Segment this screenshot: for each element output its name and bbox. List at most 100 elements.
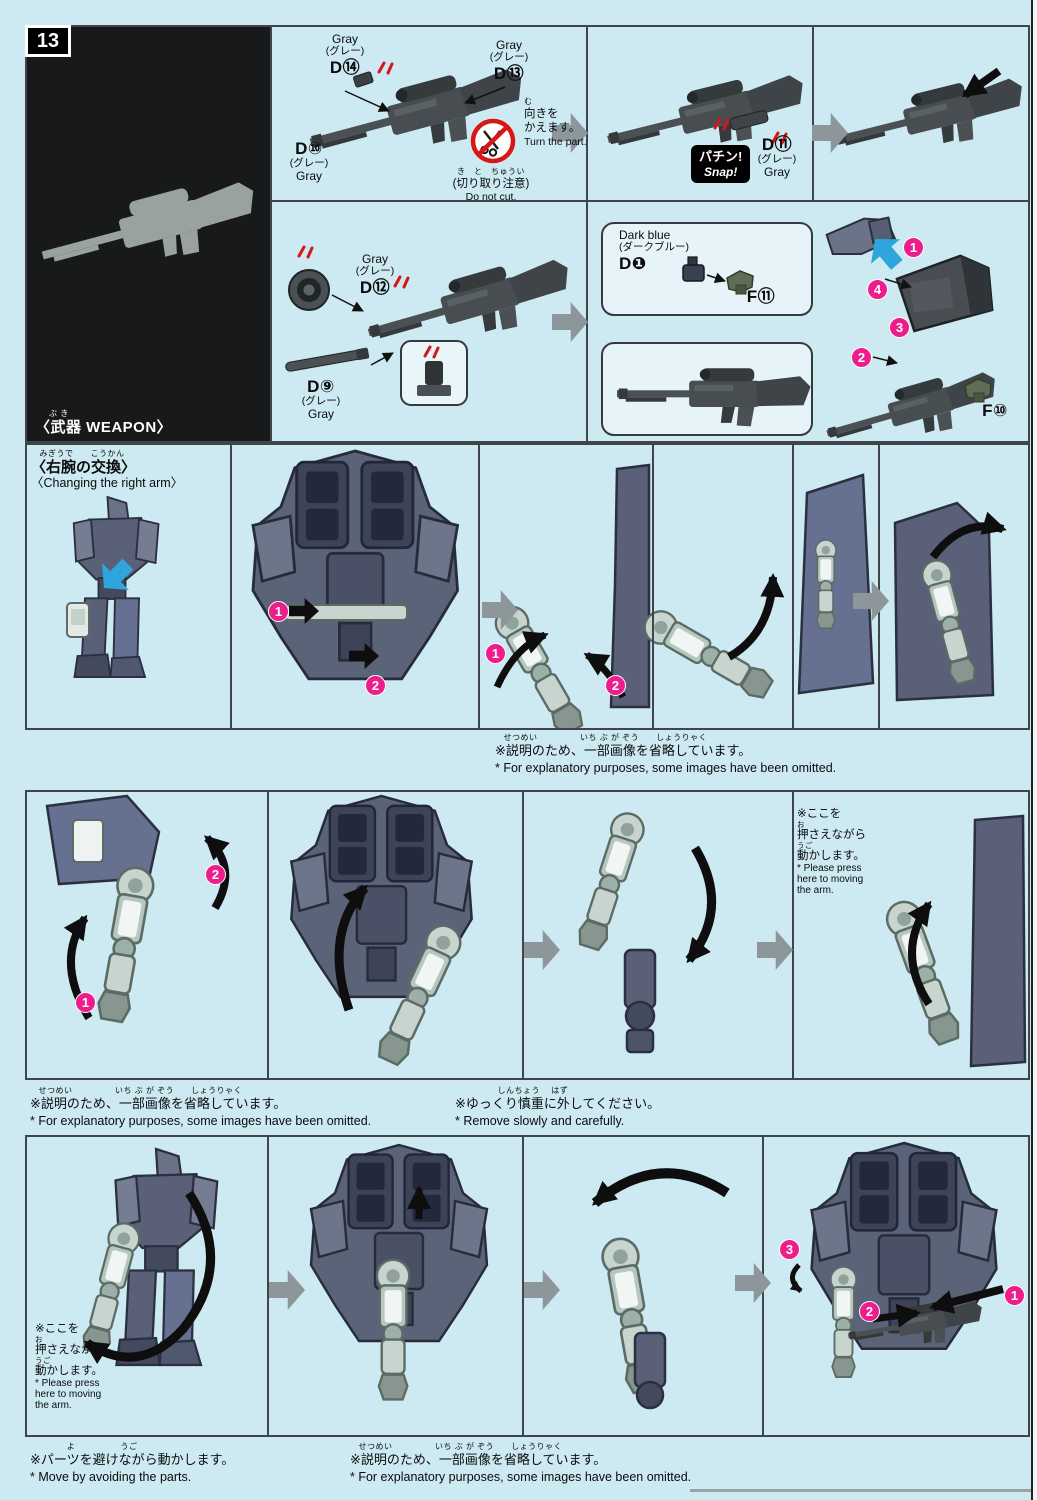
panel-divider bbox=[267, 1137, 269, 1435]
part-f10-illustration bbox=[964, 378, 992, 403]
shoulder-illustration bbox=[893, 501, 995, 702]
arm-part-illustration bbox=[829, 1265, 858, 1378]
do-not-cut-icon bbox=[470, 118, 516, 164]
panel-divider bbox=[230, 445, 232, 728]
note-jp: ※説明のため、一部画像を省略しています。 bbox=[495, 743, 752, 758]
panel-divider bbox=[812, 27, 814, 200]
part-d11-illustration bbox=[729, 110, 769, 131]
press-note-en: here to moving bbox=[797, 873, 864, 885]
white-panel-part bbox=[72, 819, 104, 863]
part-label-d11: D⑪ (グレー) Gray bbox=[749, 135, 805, 179]
panel-divider bbox=[522, 792, 524, 1078]
part-color-en: Gray bbox=[295, 168, 322, 183]
press-note-jp: 押さえながら bbox=[797, 828, 866, 841]
part-color-en: Gray bbox=[331, 32, 358, 46]
note-furigana: せつめい いち ぶ が ぞう しょうりゃく bbox=[495, 733, 708, 742]
part-code: D⑬ bbox=[493, 64, 525, 84]
note-images-omitted: せつめい いち ぶ が ぞう しょうりゃく ※説明のため、一部画像を省略していま… bbox=[30, 1086, 371, 1129]
note-jp: ※説明のため、一部画像を省略しています。 bbox=[30, 1096, 287, 1111]
press-note-jp: 押さえながら bbox=[35, 1343, 104, 1356]
remove-direction-arrow-icon bbox=[91, 551, 142, 602]
part-label-d13: Gray (グレー) D⑬ bbox=[479, 38, 539, 84]
part-label-f10: F⑩ bbox=[975, 401, 1015, 420]
note-en: * For explanatory purposes, some images … bbox=[495, 760, 837, 775]
next-step-arrow-icon bbox=[853, 581, 889, 621]
assembled-weapon-box bbox=[601, 342, 813, 436]
robot-front-illustration bbox=[309, 1143, 489, 1343]
note-en: * Move by avoiding the parts. bbox=[30, 1469, 192, 1484]
next-step-arrow-icon bbox=[524, 1270, 560, 1310]
shoulder-illustration bbox=[45, 794, 161, 886]
snap-callout: パチン! Snap! bbox=[691, 145, 751, 183]
weapon-caption-block: ぶ き 〈武器 WEAPON〉 bbox=[35, 409, 172, 437]
note-furigana: しんちょう はず bbox=[455, 1086, 569, 1095]
page-edge-margin bbox=[1033, 0, 1037, 1500]
arm-part-illustration bbox=[814, 539, 837, 629]
step-circle-3: 3 bbox=[889, 317, 910, 338]
note-avoid-parts: よ うご ※パーツを避けながら動かします。 * Move by avoiding… bbox=[30, 1442, 234, 1485]
arm-part-illustration bbox=[375, 1258, 411, 1401]
section-weapon-assembly: Gray (グレー) D⑭ Gray (グレー) D⑬ D⑩ (グレー) Gra… bbox=[25, 25, 1030, 443]
note-images-omitted: せつめい いち ぶ が ぞう しょうりゃく ※説明のため、一部画像を省略していま… bbox=[350, 1442, 691, 1485]
part-label-d12: Gray (グレー) D⑫ bbox=[345, 252, 405, 298]
push-arrow-icon bbox=[289, 598, 319, 624]
step-circle-3: 3 bbox=[779, 1239, 800, 1260]
press-note-en: the arm. bbox=[35, 1400, 72, 1411]
arm-part-illustration bbox=[92, 863, 158, 1025]
press-note-jp: 動かします。 bbox=[797, 849, 865, 862]
part-d12-illustration bbox=[288, 269, 330, 311]
press-note-jp: ※ここを bbox=[35, 1323, 80, 1335]
rotate-arrow bbox=[685, 845, 716, 964]
part-label-f11: F⑪ bbox=[741, 287, 781, 306]
torso-edge-illustration bbox=[609, 463, 651, 709]
part-color-en: Gray bbox=[361, 252, 388, 266]
part-label-d9: D⑨ (グレー) Gray bbox=[293, 377, 349, 421]
step-circle-1: 1 bbox=[485, 643, 506, 664]
part-color-jp: (グレー) bbox=[489, 51, 529, 64]
part-color-jp: (グレー) bbox=[289, 157, 329, 170]
press-note-jp: ※ここを bbox=[797, 808, 842, 820]
weapon-container-illustration bbox=[893, 250, 997, 334]
pointer-line bbox=[872, 355, 898, 366]
note-jp: ※ゆっくり慎重に外してください。 bbox=[455, 1096, 661, 1111]
part-color-jp: (グレー) bbox=[301, 395, 341, 408]
part-label-d14: Gray (グレー) D⑭ bbox=[315, 32, 375, 77]
next-step-arrow-icon bbox=[812, 113, 848, 153]
step-circle-1: 1 bbox=[75, 992, 96, 1013]
section-title-changing-right-arm: みぎうで こうかん 〈右腕の交換〉 〈Changing the right ar… bbox=[31, 449, 183, 491]
press-note-en: the arm. bbox=[797, 885, 834, 896]
forearm-dark-illustration bbox=[633, 1331, 667, 1410]
weapon-display-panel bbox=[27, 27, 270, 441]
assembled-rifle-illustration bbox=[617, 368, 811, 427]
snap-en: Snap! bbox=[704, 164, 738, 179]
robot-back-illustration bbox=[290, 794, 473, 999]
note-remove-carefully: しんちょう はず ※ゆっくり慎重に外してください。 * Remove slowl… bbox=[455, 1086, 660, 1129]
arm-change-illustrations-row2 bbox=[45, 794, 1027, 1069]
rotate-arrow bbox=[929, 511, 1007, 560]
robot-back-illustration bbox=[251, 449, 459, 681]
robot-figure-illustration bbox=[114, 1147, 219, 1367]
part-color-jp: (グレー) bbox=[757, 153, 797, 166]
part-color-jp: (グレー) bbox=[355, 265, 395, 278]
turn-jp: 向きを bbox=[524, 108, 559, 120]
press-note-furigana: お bbox=[797, 819, 805, 829]
press-note-en: * Please press bbox=[797, 862, 862, 874]
panel-divider bbox=[267, 792, 269, 1078]
hand-part-illustration bbox=[66, 602, 90, 638]
pointer-line bbox=[706, 272, 726, 284]
press-note-jp: 動かします。 bbox=[35, 1364, 103, 1377]
step-circle-1: 1 bbox=[1004, 1285, 1025, 1306]
next-step-arrow-icon bbox=[269, 1270, 305, 1310]
forearm-dark-illustration bbox=[623, 948, 657, 1054]
muzzle-part-illustration bbox=[417, 361, 451, 396]
part-code: D⑫ bbox=[359, 278, 391, 298]
turn-part-callout: む 向きを かえます。 Turn the part. bbox=[524, 97, 604, 149]
rotate-arrow bbox=[907, 900, 933, 1007]
attach-arrow bbox=[961, 67, 1002, 99]
part-color-en: Gray bbox=[307, 406, 334, 421]
part-code: D⑨ bbox=[307, 377, 335, 396]
panel-divider bbox=[792, 445, 794, 728]
panel-divider bbox=[522, 1137, 524, 1435]
muzzle-part-box bbox=[400, 340, 468, 406]
press-note-en: * Please press bbox=[35, 1377, 100, 1389]
